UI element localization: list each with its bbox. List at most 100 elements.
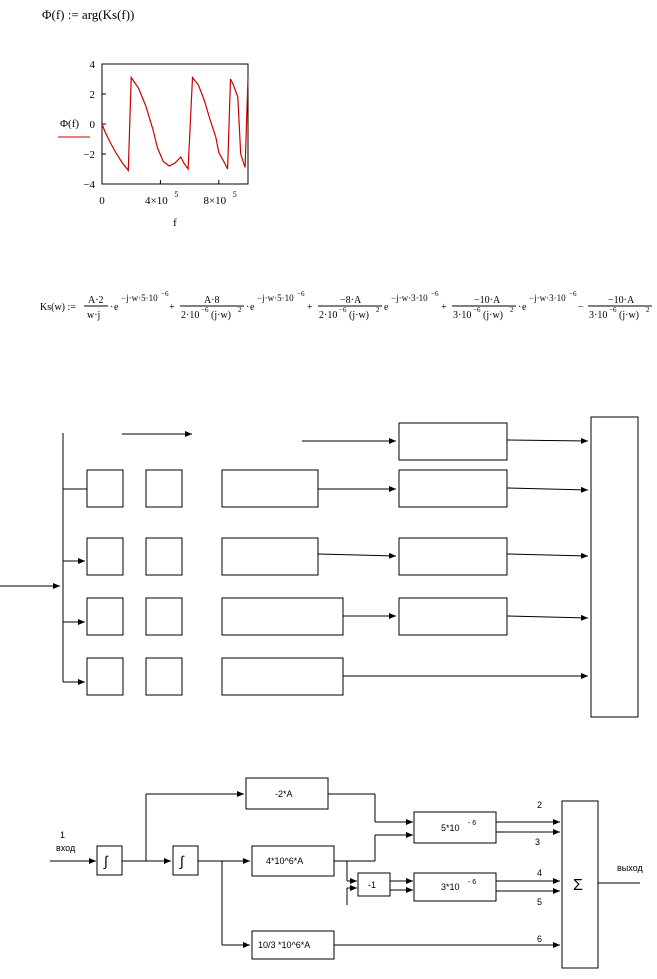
svg-text:e: e [384,302,389,313]
input-number: 1 [60,830,65,840]
x-tick-label: 0 [99,195,105,207]
svg-text:e: e [250,302,255,313]
summation-block [561,800,599,969]
svg-text:2: 2 [376,306,380,314]
y-axis-label: Φ(f) [60,118,79,130]
delay-block-3e-6 [413,872,497,902]
gain-block-10-3 [251,930,335,960]
x-tick-exponent: 5 [233,190,237,199]
term1-num: A·2 [88,295,104,306]
svg-text:4*10^6*A: 4*10^6*A [266,856,303,866]
y-tick-label: −4 [83,179,95,191]
svg-text:3*10: 3*10 [441,882,460,892]
svg-text:2: 2 [238,306,242,314]
svg-text:-2*A: -2*A [275,789,293,799]
svg-text:- 6: - 6 [468,879,476,886]
svg-text:·: · [518,302,521,313]
term4-exp: −j·w·3·10 [529,293,566,303]
empty-block [86,657,124,696]
svg-text:−6: −6 [609,306,617,314]
svg-text:3: 3 [535,837,540,847]
svg-text:−6: −6 [161,290,169,298]
integral-icon: ∫ [103,853,109,869]
term1-e: e [114,302,119,313]
svg-text:2: 2 [646,306,650,314]
y-tick-label: 4 [90,59,96,71]
svg-text:e: e [522,302,527,313]
delay-block-5e-6 [413,811,497,844]
integrator-block-1 [96,845,123,876]
empty-block [398,597,508,636]
svg-text:(j·w): (j·w) [483,310,503,321]
empty-block [221,597,344,636]
summation-block-empty [590,416,639,718]
ks-formula: Ks(w) := A·2 w·j · e −j·w·5·10 −6 + A·8 … [40,290,652,321]
svg-text:5: 5 [537,897,542,907]
empty-block [221,657,344,696]
svg-text:−6: −6 [297,290,305,298]
svg-text:- 6: - 6 [468,820,476,827]
empty-block [145,597,183,636]
term3-num: −8·A [340,295,362,306]
svg-text:+: + [307,302,313,313]
svg-text:·: · [110,302,113,313]
svg-text:3·10: 3·10 [589,310,607,321]
svg-text:3·10: 3·10 [453,310,471,321]
empty-block [86,597,124,636]
svg-text:2: 2 [510,306,514,314]
term5-num: −10·A [608,295,635,306]
y-tick-label: 0 [90,119,96,131]
empty-block [221,469,319,508]
x-tick-label: 8×10 [203,195,226,207]
formula-lhs: Ks(w) := [40,302,76,313]
term2-num: A·8 [204,295,220,306]
svg-text:2: 2 [537,800,542,810]
empty-block [145,657,183,696]
svg-text:2·10: 2·10 [181,310,199,321]
y-tick-label: 2 [90,89,96,101]
x-tick-label: 4×10 [145,195,168,207]
svg-text:·: · [246,302,249,313]
x-axis-label: f [173,217,177,229]
empty-block [221,537,319,576]
svg-text:−6: −6 [339,306,347,314]
y-tick-label: −2 [83,149,95,161]
svg-text:(j·w): (j·w) [619,310,639,321]
invert-block [357,872,391,897]
sigma-icon: Σ [573,877,583,894]
phase-series-line [101,75,249,173]
plot-frame [101,63,249,185]
empty-block [398,422,508,461]
output-label: выход [617,863,643,873]
svg-text:-1: -1 [368,880,376,890]
term3-exp: −j·w·3·10 [391,293,428,303]
svg-text:5*10: 5*10 [441,823,460,833]
term1-den: w·j [87,310,100,321]
empty-block [86,469,124,508]
svg-text:−: − [578,302,584,313]
term1-exp: −j·w·5·10 [121,293,158,303]
svg-text:+: + [441,302,447,313]
integral-icon: ∫ [179,853,185,869]
term2-exp: −j·w·5·10 [257,293,294,303]
block-diagram-filled: 1 вход ∫ ∫ -2*A 4*10^6*A 10/3 *10^6*A [50,777,643,969]
svg-text:10/3 *10^6*A: 10/3 *10^6*A [258,940,310,950]
term4-num: −10·A [474,295,501,306]
svg-text:+: + [169,302,175,313]
svg-text:(j·w): (j·w) [349,310,369,321]
svg-text:−6: −6 [569,290,577,298]
integrator-block-2 [172,845,199,876]
phase-plot: 4 2 0 −2 −4 0 4×10 5 8×10 5 Φ(f) f [58,59,249,229]
empty-block [86,537,124,576]
svg-text:−6: −6 [431,290,439,298]
empty-block [145,537,183,576]
svg-text:4: 4 [537,868,542,878]
empty-block [145,469,183,508]
svg-text:−6: −6 [473,306,481,314]
empty-block [398,537,508,576]
gain-block-neg2A [245,777,329,810]
svg-text:6: 6 [537,934,542,944]
phase-definition: Φ(f) := arg(Ks(f)) [42,7,135,22]
svg-text:2·10: 2·10 [319,310,337,321]
x-tick-exponent: 5 [174,190,178,199]
